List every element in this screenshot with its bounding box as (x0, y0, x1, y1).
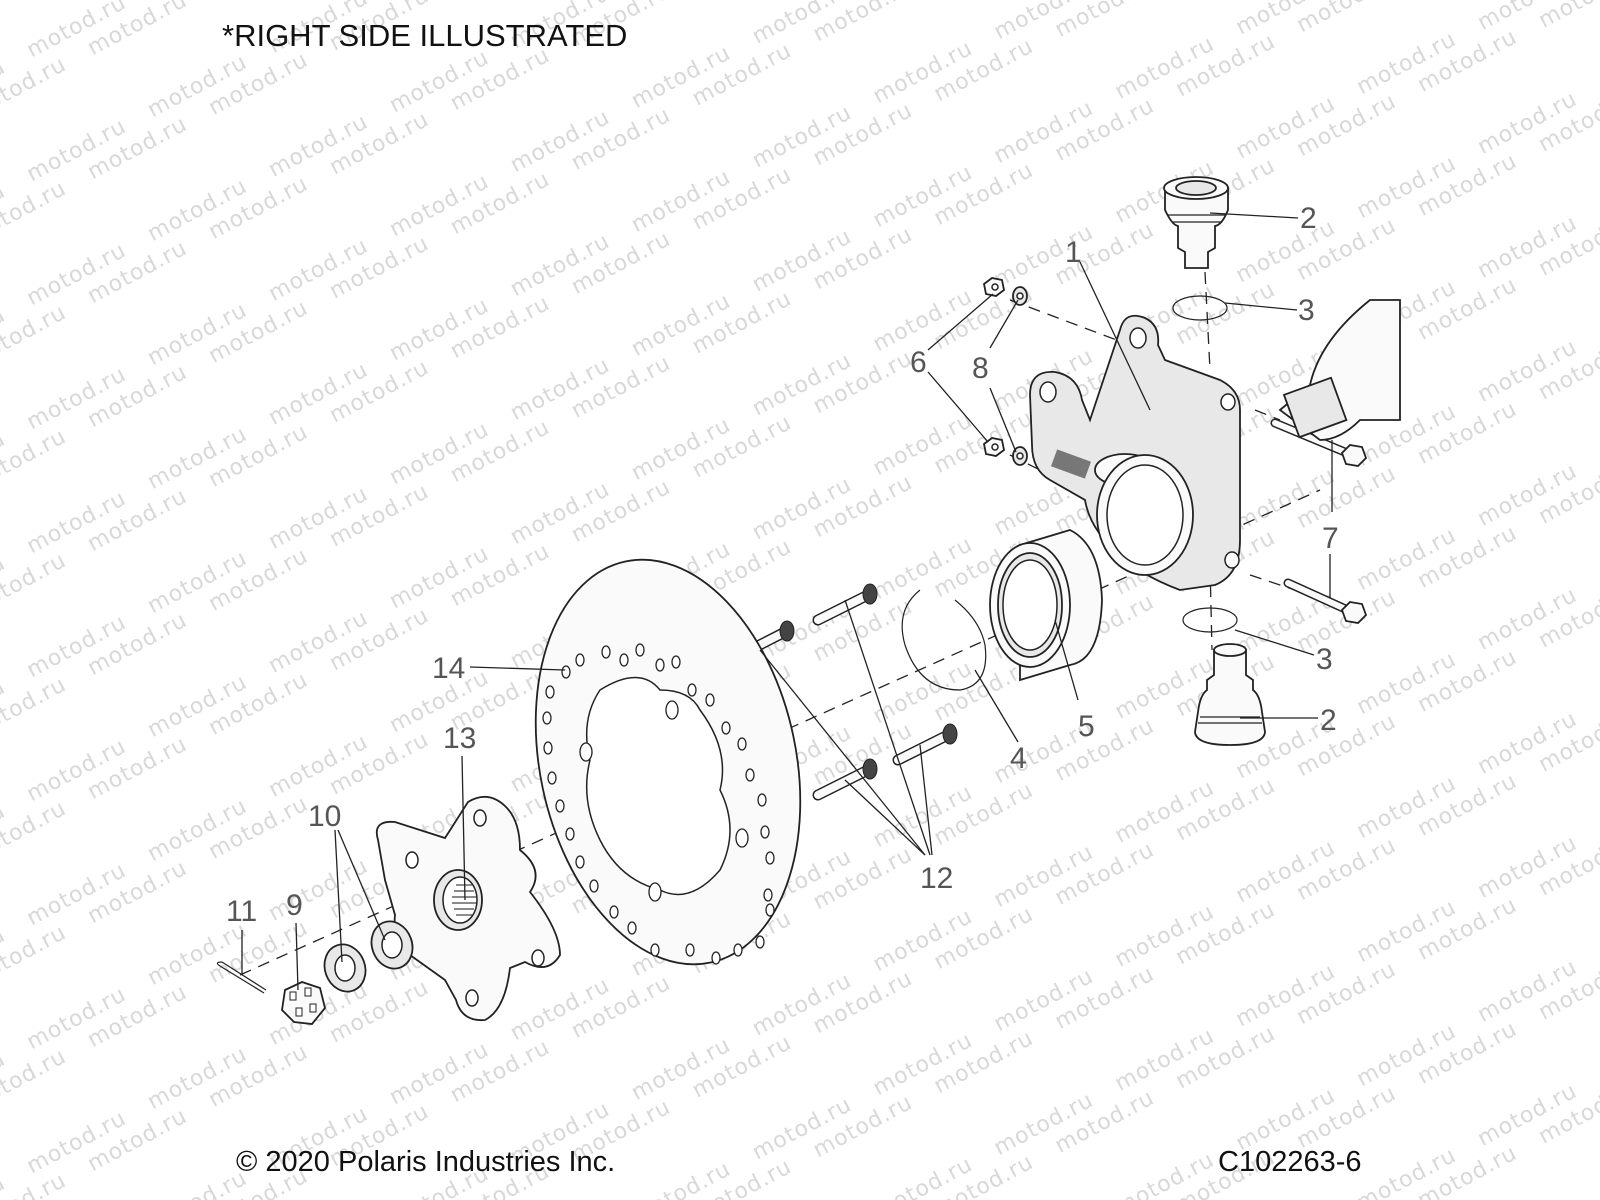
steering-knuckle (1029, 314, 1241, 591)
ball-joint-lower (1194, 643, 1266, 746)
copyright-notice: © 2020 Polaris Industries Inc. (236, 1146, 616, 1178)
callout-11: 11 (226, 895, 257, 928)
callout-14: 14 (432, 652, 465, 685)
retaining-ring-upper (1172, 295, 1228, 321)
callout-2-upper: 2 (1300, 202, 1317, 235)
drawing-number: C102263-6 (1218, 1146, 1362, 1178)
bearing-retaining-ring (901, 589, 987, 691)
nuts (983, 277, 1005, 457)
callout-5: 5 (1078, 710, 1095, 743)
callout-13: 13 (443, 722, 476, 755)
hub-washers (323, 920, 414, 993)
callout-3-lower: 3 (1316, 643, 1333, 676)
wheel-bearing (989, 529, 1103, 682)
callout-4: 4 (1010, 742, 1027, 775)
callout-6: 6 (910, 346, 927, 379)
callout-8: 8 (972, 352, 989, 385)
callout-2-lower: 2 (1320, 704, 1337, 737)
bolts (1270, 418, 1368, 624)
callout-7: 7 (1322, 522, 1339, 555)
washers (1012, 286, 1028, 466)
cotter-pin (216, 961, 267, 994)
callouts: 1 2 2 3 3 4 5 6 7 8 9 10 (226, 202, 1339, 991)
callout-3-upper: 3 (1298, 294, 1315, 327)
callout-9: 9 (286, 889, 303, 922)
callout-12: 12 (920, 862, 953, 895)
diagram-title: *RIGHT SIDE ILLUSTRATED (222, 18, 628, 53)
axle-shaft (1278, 299, 1401, 441)
callout-1: 1 (1065, 236, 1082, 269)
callout-10: 10 (308, 800, 341, 833)
retaining-ring-lower (1182, 607, 1238, 633)
brake-disc (534, 558, 802, 966)
ball-joint-upper (1163, 176, 1229, 269)
wheel-hub (375, 796, 561, 1022)
disc-cooling-holes (542, 643, 775, 965)
castle-nut (281, 981, 326, 1025)
